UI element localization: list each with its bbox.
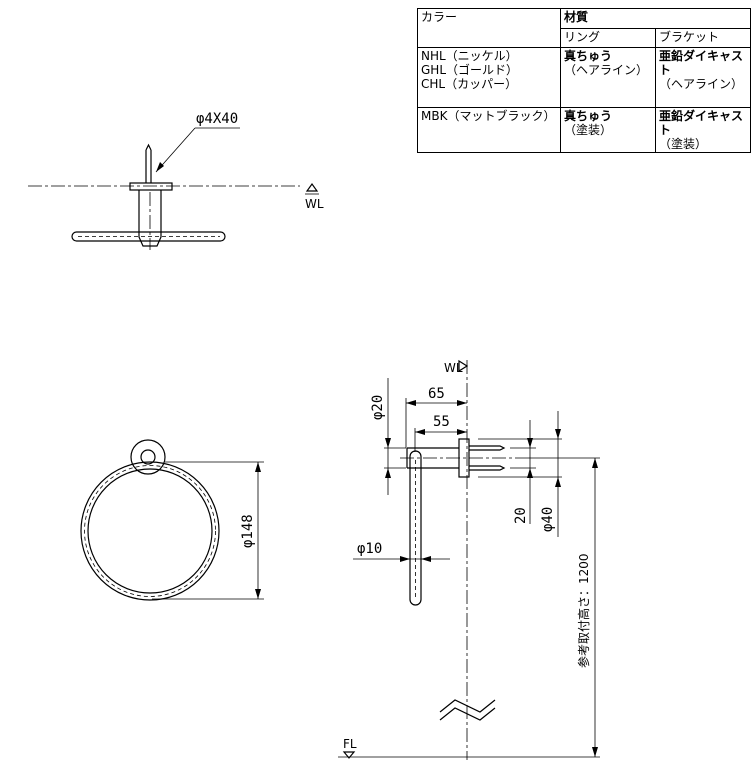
dim-phi10: φ10 [357, 541, 382, 557]
color-ghl: GHL（ゴールド） [421, 63, 519, 77]
bracket-material: 亜鉛ダイキャスト [659, 109, 744, 137]
top-view: WL φ4X40 [28, 111, 324, 250]
dim-20: 20 [513, 507, 529, 524]
ring-finish: （塗装） [564, 123, 613, 137]
wl-label: WL [444, 361, 463, 375]
bracket-finish: （ヘアライン） [659, 77, 744, 91]
fl-label: FL [343, 737, 357, 751]
dim-65: 65 [428, 386, 445, 402]
bracket-material: 亜鉛ダイキャスト [659, 49, 744, 77]
mounting-height: 参考取付高さ：1200 [576, 553, 591, 668]
color-mbk: MBK（マットブラック） [421, 109, 556, 123]
ring-material: 真ちゅう [564, 49, 613, 63]
front-view: φ148 [80, 439, 264, 601]
color-nhl: NHL（ニッケル） [421, 49, 518, 63]
bracket-finish: （塗装） [659, 137, 708, 151]
table-row: MBK（マットブラック） 真ちゅう（塗装） 亜鉛ダイキャスト（塗装） [417, 107, 751, 153]
ring-diameter: φ148 [240, 514, 256, 548]
header-color: カラー [417, 8, 561, 48]
dim-phi40: φ40 [540, 507, 556, 532]
wl-label: WL [305, 197, 324, 211]
color-chl: CHL（カッパー） [421, 77, 518, 91]
ring-material: 真ちゅう [564, 109, 613, 123]
dim-phi20: φ20 [370, 395, 386, 420]
screw-dimension: φ4X40 [196, 111, 238, 127]
material-table: カラー 材質 リング ブラケット NHL（ニッケル）GHL（ゴールド）CHL（カ… [417, 8, 751, 153]
wl-triangle-icon [305, 182, 319, 192]
side-view: WL 65 55 φ20 20 φ40 [338, 359, 600, 760]
dim-55: 55 [433, 414, 450, 430]
ring-finish: （ヘアライン） [564, 63, 649, 77]
